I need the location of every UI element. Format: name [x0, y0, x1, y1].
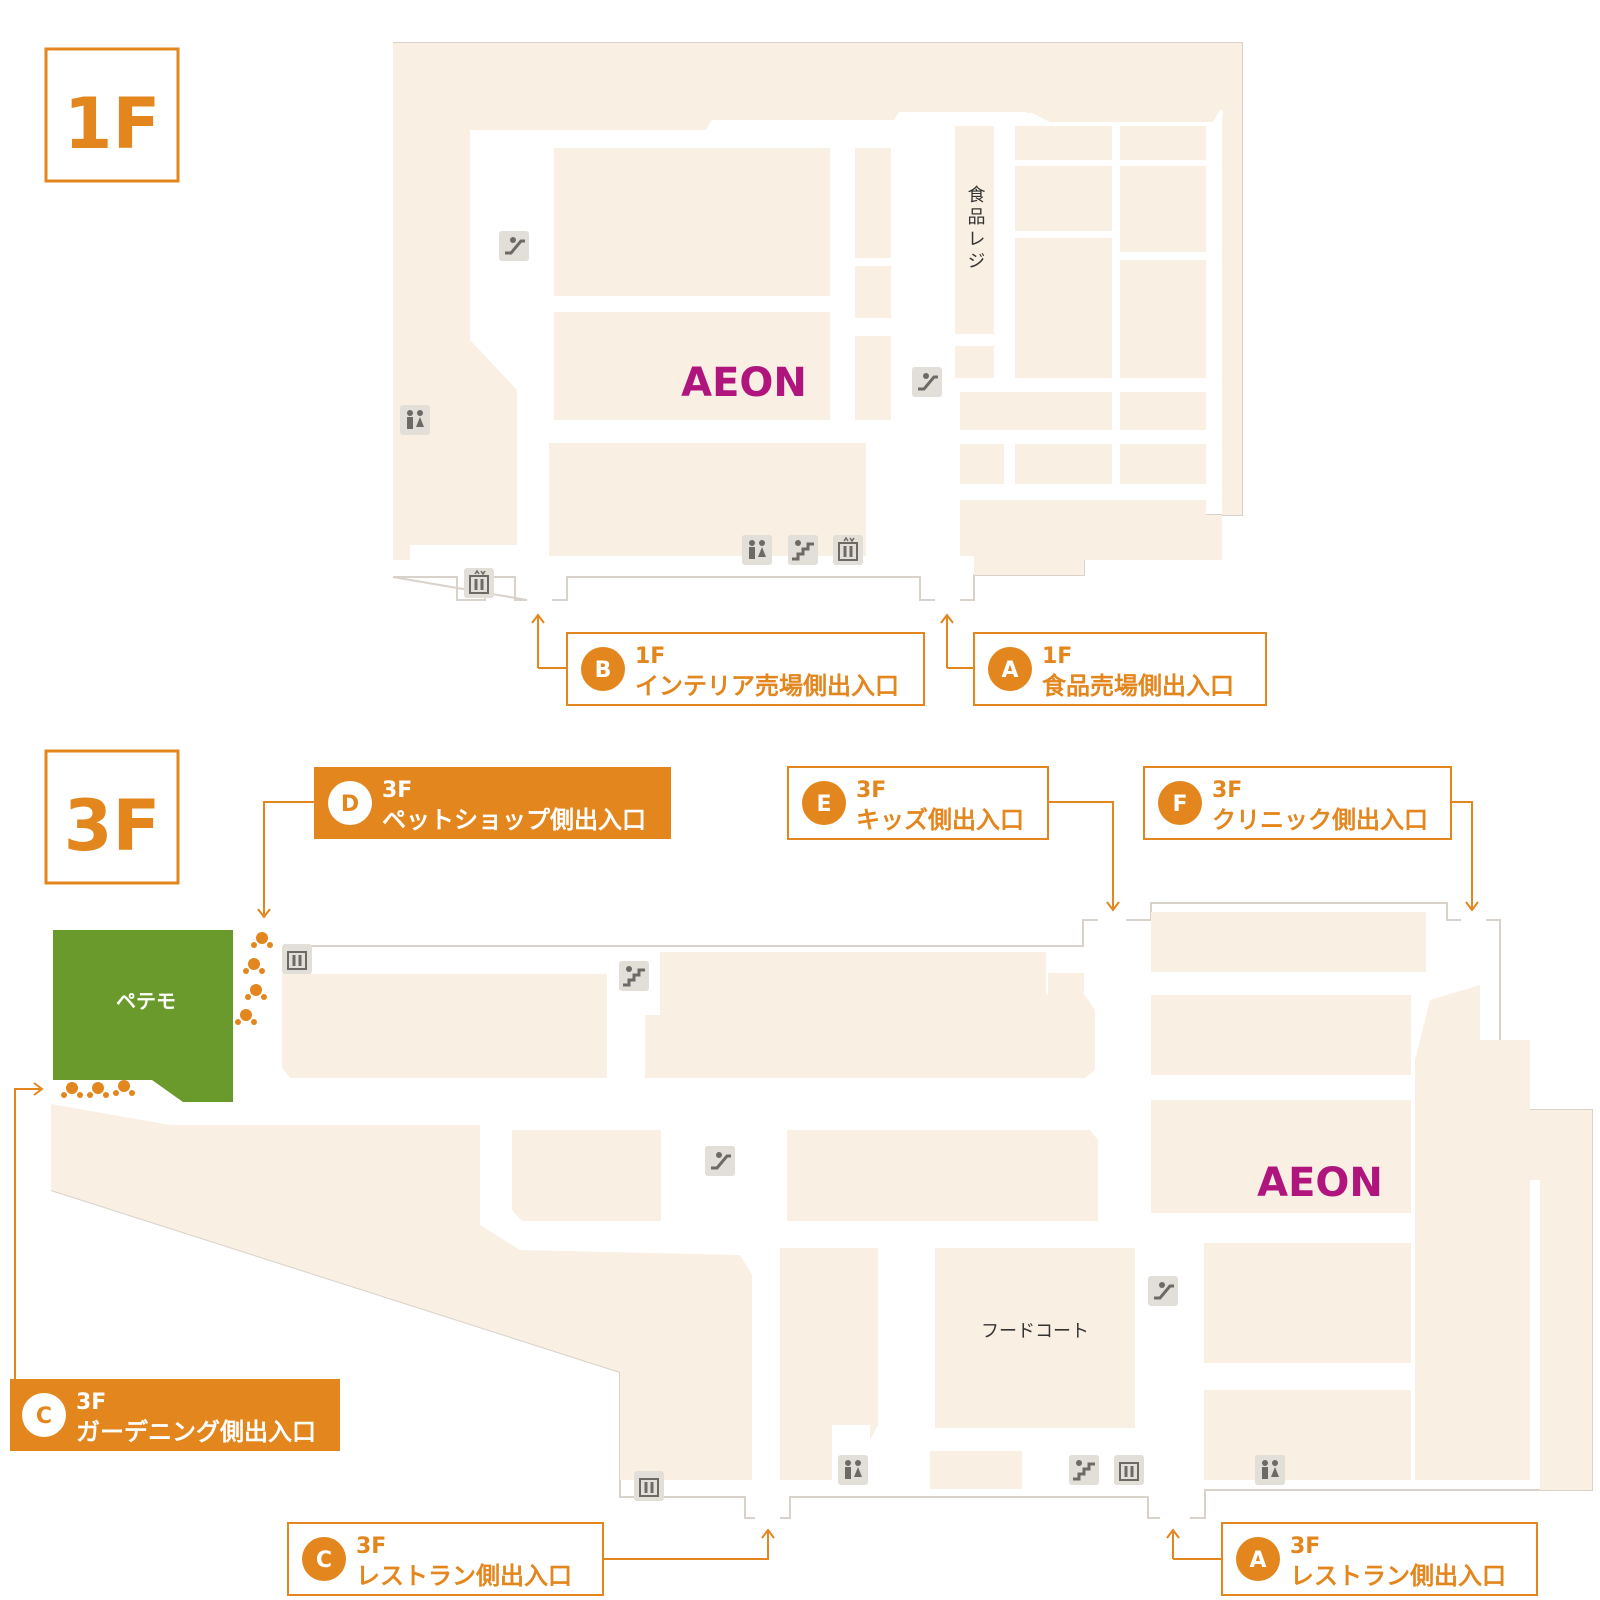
entrance-name: ガーデニング側出入口	[76, 1418, 316, 1446]
entrance-a-restaurant-3f[interactable]: A 3F レストラン側出入口	[1221, 1522, 1538, 1596]
entrance-floor: 3F	[856, 778, 886, 803]
entrance-name: キッズ側出入口	[856, 806, 1024, 834]
aeon-1f-logo: AEON	[681, 360, 807, 406]
paw-print-icon	[61, 932, 273, 1098]
floor-1f-plan: AEON 食品レジ	[392, 42, 1243, 669]
escalator-icon	[1148, 1276, 1178, 1306]
elevator-icon	[634, 1471, 664, 1501]
restroom-icon	[400, 405, 430, 435]
entrance-letter: A	[1249, 1548, 1266, 1573]
entrance-letter: A	[1001, 658, 1018, 683]
entrance-c-gardening-3f[interactable]: C 3F ガーデニング側出入口	[10, 1379, 340, 1451]
elevator-icon	[833, 535, 863, 565]
entrance-floor: 3F	[1290, 1534, 1320, 1559]
entrance-letter: D	[341, 792, 359, 817]
floor-3f-badge: 3F	[44, 749, 180, 885]
entrance-a-1f[interactable]: A 1F 食品売場側出入口	[973, 632, 1267, 706]
pet-shop-label: ペテモ	[116, 989, 176, 1013]
floor-1f-badge: 1F	[44, 47, 180, 183]
entrance-letter: F	[1172, 792, 1187, 817]
entrance-name: クリニック側出入口	[1212, 806, 1428, 834]
restroom-icon	[838, 1455, 868, 1485]
entrance-floor: 1F	[1042, 644, 1072, 669]
elevator-icon	[1114, 1455, 1144, 1485]
stairs-icon	[619, 961, 649, 991]
entrance-floor: 1F	[635, 644, 665, 669]
elevator-icon	[282, 944, 312, 974]
restroom-icon	[742, 535, 772, 565]
entrance-name: インテリア売場側出入口	[635, 672, 899, 700]
entrance-letter: C	[316, 1548, 332, 1573]
entrance-floor: 3F	[356, 1534, 386, 1559]
stairs-icon	[1069, 1455, 1099, 1485]
entrance-name: レストラン側出入口	[356, 1562, 572, 1590]
stairs-icon	[788, 535, 818, 565]
entrance-name: ペットショップ側出入口	[382, 806, 646, 834]
entrance-f-3f[interactable]: F 3F クリニック側出入口	[1143, 766, 1452, 840]
restroom-icon	[1255, 1455, 1285, 1485]
elevator-icon	[464, 568, 494, 598]
floor-3f-plan: ペテモ AEON フードコート	[14, 801, 1593, 1560]
entrance-name: 食品売場側出入口	[1042, 672, 1234, 700]
entrance-floor: 3F	[382, 778, 412, 803]
escalator-icon	[912, 367, 942, 397]
entrance-floor: 3F	[1212, 778, 1242, 803]
floor-1f-label: 1F	[64, 83, 161, 165]
escalator-icon	[705, 1146, 735, 1176]
entrance-b-1f[interactable]: B 1F インテリア売場側出入口	[566, 632, 925, 706]
floor-3f-label: 3F	[64, 785, 161, 867]
entrance-letter: C	[36, 1404, 52, 1429]
entrance-letter: E	[816, 792, 831, 817]
entrance-letter: B	[595, 658, 612, 683]
entrance-floor: 3F	[76, 1390, 106, 1415]
entrance-c-restaurant-3f[interactable]: C 3F レストラン側出入口	[287, 1522, 604, 1596]
entrance-name: レストラン側出入口	[1290, 1562, 1506, 1590]
aeon-3f-logo: AEON	[1257, 1160, 1383, 1206]
entrance-e-3f[interactable]: E 3F キッズ側出入口	[787, 766, 1049, 840]
food-register-label: 食品レジ	[965, 185, 986, 273]
entrance-d-3f[interactable]: D 3F ペットショップ側出入口	[314, 767, 671, 839]
food-court-label: フードコート	[981, 1321, 1089, 1342]
escalator-icon	[499, 231, 529, 261]
